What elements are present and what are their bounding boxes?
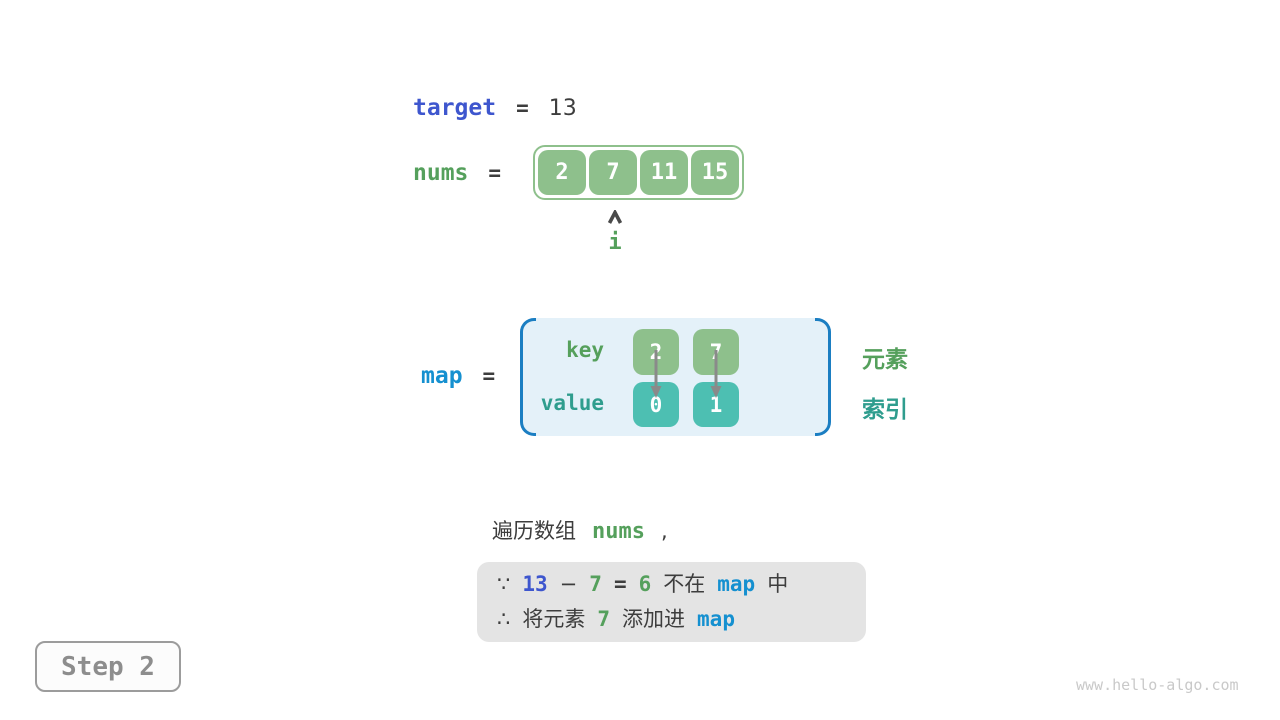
- caret-up-icon: [607, 210, 623, 224]
- array-cell: 11: [640, 150, 688, 195]
- map-left-bracket: [520, 318, 536, 436]
- map-variable: map: [421, 363, 463, 389]
- note-not-in-text: 不在: [663, 572, 706, 596]
- arrow-down-icon: [650, 350, 662, 398]
- array-cell: 15: [691, 150, 739, 195]
- note-target-value: 13: [522, 572, 548, 596]
- note-box: ∵ 13 − 7 = 6 不在 map 中 ∴ 将元素 7 添加进 map: [477, 562, 866, 642]
- map-value-label: value: [540, 391, 604, 415]
- note-map-ref: map: [697, 607, 735, 631]
- map-right-bracket: [815, 318, 831, 436]
- note-line-2: ∴ 将元素 7 添加进 map: [497, 602, 866, 637]
- nums-equals: =: [488, 161, 502, 185]
- note-line-1: ∵ 13 − 7 = 6 不在 map 中: [497, 567, 866, 602]
- array-cell: 2: [538, 150, 586, 195]
- arrow-down-icon: [710, 350, 722, 398]
- caption-comma: ,: [660, 519, 668, 543]
- step-label: Step 2: [61, 651, 155, 682]
- nums-variable: nums: [413, 160, 469, 186]
- target-equals: =: [516, 96, 529, 120]
- step-badge: Step 2: [35, 641, 181, 692]
- index-pointer-label: i: [608, 230, 622, 255]
- target-row: target = 13: [413, 95, 577, 121]
- map-key-label: key: [566, 338, 604, 362]
- note-prefix: 将元素: [522, 607, 586, 631]
- watermark: www.hello-algo.com: [1076, 676, 1239, 694]
- target-variable: target: [413, 95, 497, 121]
- note-map-ref: map: [717, 572, 756, 596]
- map-equals: =: [482, 364, 496, 388]
- element-side-label: 元素: [862, 347, 908, 373]
- caption-row: 遍历数组 nums ,: [492, 515, 668, 545]
- array-cell: 7: [589, 150, 637, 195]
- because-symbol: ∵: [497, 572, 511, 596]
- therefore-symbol: ∴: [497, 607, 511, 631]
- nums-array: 2 7 11 15: [533, 145, 744, 200]
- note-num: 7: [589, 572, 602, 596]
- caption-code: nums: [592, 519, 645, 544]
- note-suffix: 添加进: [622, 607, 686, 631]
- nums-label-row: nums =: [413, 160, 501, 186]
- index-side-label: 索引: [862, 397, 908, 423]
- note-result: 6: [638, 572, 652, 596]
- minus-sign: −: [559, 572, 578, 596]
- map-label-row: map =: [421, 363, 495, 389]
- note-num: 7: [597, 607, 611, 631]
- note-suffix: 中: [767, 572, 789, 596]
- caption-text: 遍历数组: [492, 519, 576, 543]
- note-equals: =: [613, 572, 627, 596]
- target-value: 13: [548, 96, 577, 121]
